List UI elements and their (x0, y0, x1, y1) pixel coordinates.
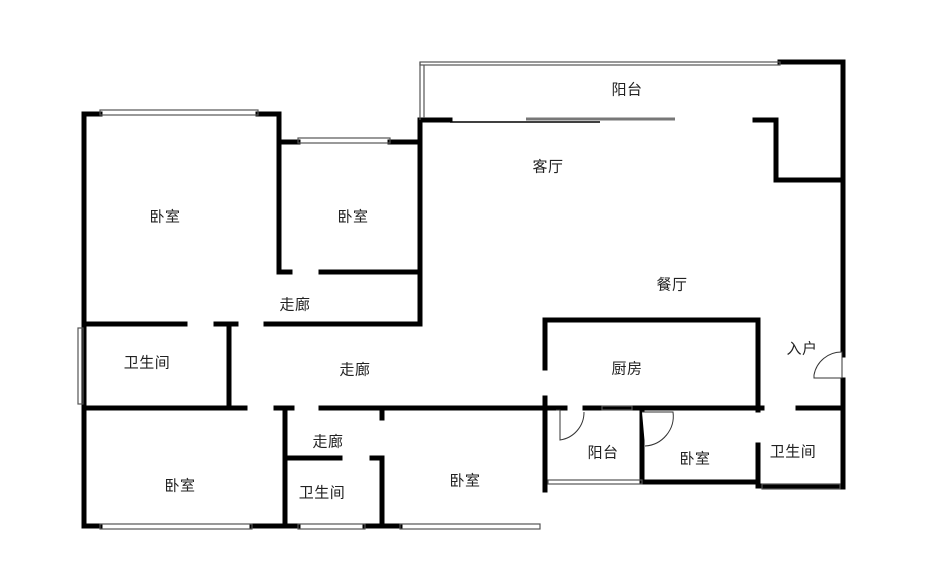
room-label-bedroom-3: 卧室 (679, 449, 711, 468)
room-label-bedroom-1: 卧室 (149, 207, 181, 226)
room-label-bathroom-3: 卫生间 (298, 483, 346, 502)
room-label-bathroom-2: 卫生间 (769, 442, 817, 461)
room-label-hallway-1: 走廊 (279, 295, 311, 314)
room-label-hallway-3: 走廊 (312, 432, 344, 451)
room-label-balcony-top: 阳台 (611, 80, 643, 99)
room-label-living-room: 客厅 (532, 157, 564, 176)
walls (81, 59, 846, 529)
windows (77, 61, 841, 530)
room-label-hallway-2: 走廊 (339, 360, 371, 379)
room-label-bedroom-4: 卧室 (164, 476, 196, 495)
room-label-entrance: 入户 (786, 339, 818, 358)
room-label-dining-room: 餐厅 (656, 275, 688, 294)
room-label-kitchen: 厨房 (611, 359, 643, 378)
room-label-bedroom-2: 卧室 (337, 207, 369, 226)
room-label-balcony-small: 阳台 (587, 443, 619, 462)
door-swings (556, 351, 843, 447)
room-label-bathroom-1: 卫生间 (123, 353, 171, 372)
room-label-bedroom-5: 卧室 (449, 471, 481, 490)
